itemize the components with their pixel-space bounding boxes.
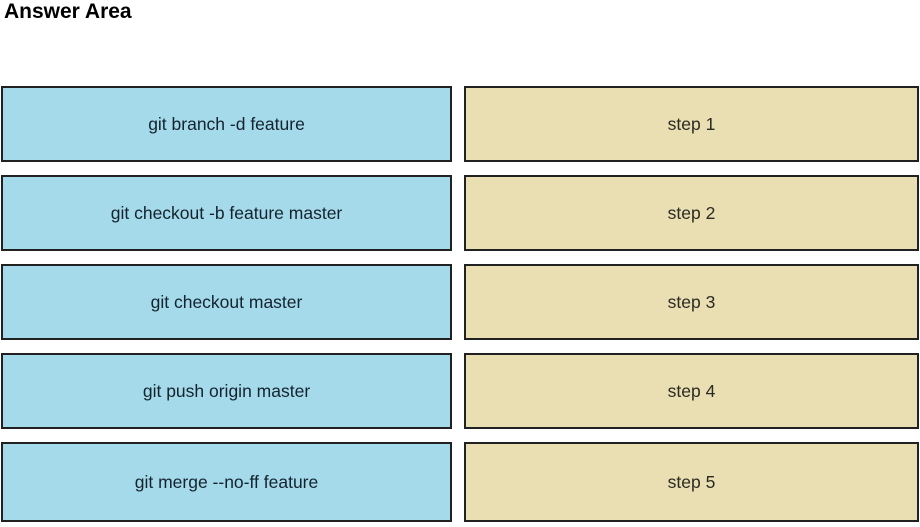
page-title: Answer Area (4, 0, 132, 23)
step-label: step 4 (667, 380, 716, 401)
command-label: git checkout -b feature master (110, 202, 343, 223)
answer-grid: git branch -d feature step 1 git checkou… (1, 86, 919, 522)
step-drop-target-4[interactable]: step 4 (464, 353, 919, 429)
command-box-git-checkout-b-feature-master[interactable]: git checkout -b feature master (1, 175, 452, 251)
command-label: git branch -d feature (148, 113, 305, 134)
command-label: git checkout master (150, 291, 303, 312)
step-drop-target-1[interactable]: step 1 (464, 86, 919, 162)
answer-row: git branch -d feature step 1 (1, 86, 919, 162)
answer-row: git checkout -b feature master step 2 (1, 175, 919, 251)
command-label: git merge --no-ff feature (134, 471, 319, 492)
command-label: git push origin master (142, 380, 311, 401)
command-box-git-branch-d-feature[interactable]: git branch -d feature (1, 86, 452, 162)
answer-row: git merge --no-ff feature step 5 (1, 442, 919, 522)
command-box-git-merge-no-ff-feature[interactable]: git merge --no-ff feature (1, 442, 452, 522)
answer-row: git checkout master step 3 (1, 264, 919, 340)
step-label: step 5 (667, 471, 716, 492)
command-box-git-push-origin-master[interactable]: git push origin master (1, 353, 452, 429)
step-drop-target-3[interactable]: step 3 (464, 264, 919, 340)
answer-row: git push origin master step 4 (1, 353, 919, 429)
step-drop-target-2[interactable]: step 2 (464, 175, 919, 251)
step-label: step 2 (667, 202, 716, 223)
step-label: step 1 (667, 113, 716, 134)
step-drop-target-5[interactable]: step 5 (464, 442, 919, 522)
step-label: step 3 (667, 291, 716, 312)
command-box-git-checkout-master[interactable]: git checkout master (1, 264, 452, 340)
